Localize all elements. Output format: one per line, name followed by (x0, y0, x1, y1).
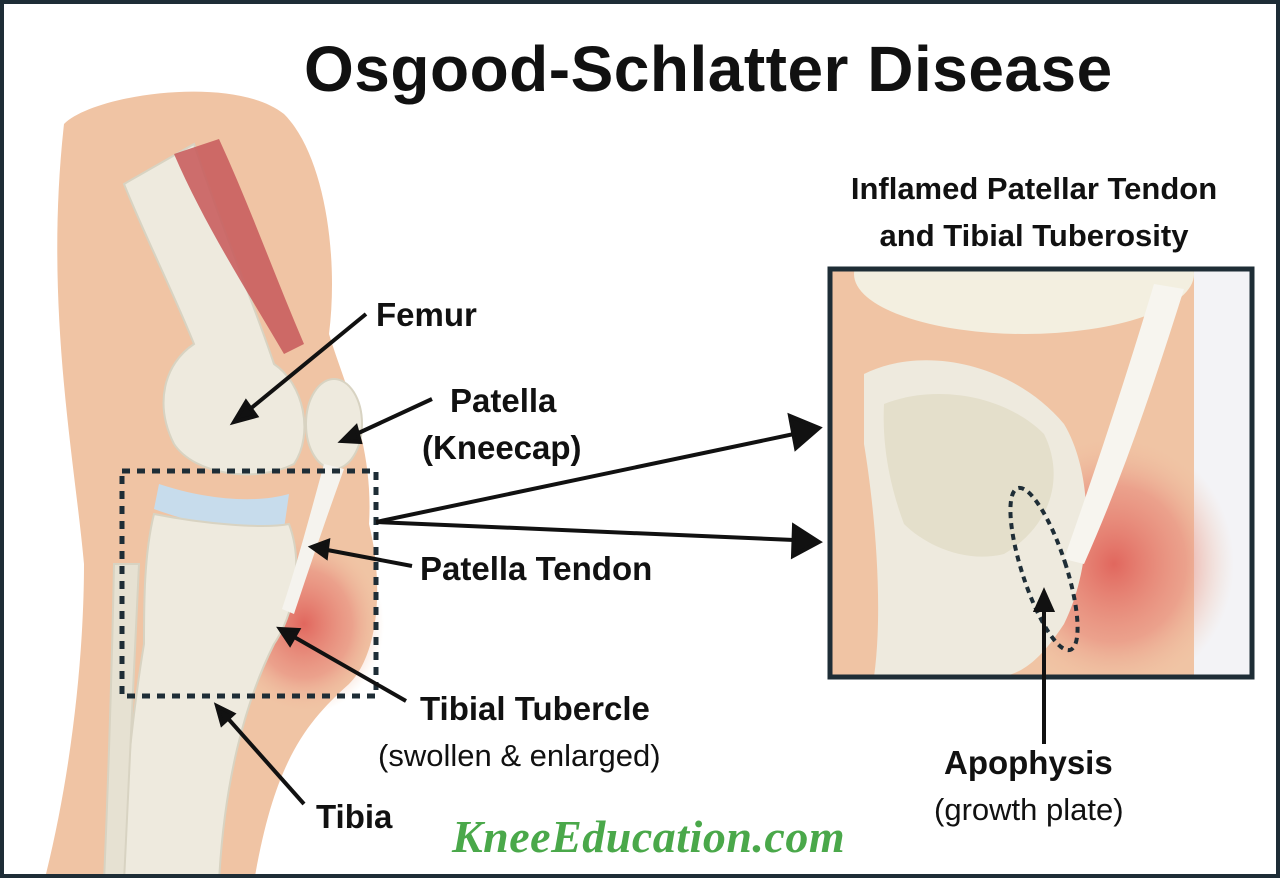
label-tibia: Tibia (316, 798, 393, 835)
tibial-tubercle-pointer (288, 632, 407, 703)
quadriceps-muscle (174, 139, 304, 354)
inset-title-line2: and Tibial Tuberosity (879, 218, 1189, 253)
watermark: KneeEducation.com (452, 811, 846, 862)
zoom-arrow-lower (375, 520, 795, 542)
apophysis-marker (1008, 485, 1080, 653)
zoom-arrow-upper (375, 432, 795, 524)
femur-pointer (242, 312, 368, 416)
inset-frame (827, 266, 1255, 680)
cartilage (154, 484, 289, 531)
patella-pointer (351, 397, 433, 438)
label-tibial-tubercle-note: (swollen & enlarged) (378, 738, 661, 773)
zoom-region-box (119, 468, 379, 699)
label-femur: Femur (376, 296, 477, 333)
pointer-arrows (213, 312, 1056, 806)
inset-illustration (830, 269, 1252, 677)
label-patella-tendon: Patella Tendon (420, 550, 653, 587)
inset-title-line1: Inflamed Patellar Tendon (850, 171, 1218, 206)
fibula-bone (103, 563, 141, 874)
patella-tendon-pointer (321, 547, 413, 568)
femur-bone (122, 142, 306, 476)
knee-illustration (45, 91, 1255, 874)
label-tibial-tubercle: Tibial Tubercle (420, 690, 650, 727)
tibia-pointer (222, 712, 306, 806)
page-title: Osgood-Schlatter Disease (304, 33, 1113, 105)
label-patella-alt: (Kneecap) (422, 429, 582, 466)
label-apophysis-note: (growth plate) (934, 792, 1124, 827)
patella-bone (305, 378, 363, 470)
label-apophysis: Apophysis (944, 744, 1113, 781)
label-patella: Patella (450, 382, 557, 419)
patellar-tendon (282, 464, 344, 614)
